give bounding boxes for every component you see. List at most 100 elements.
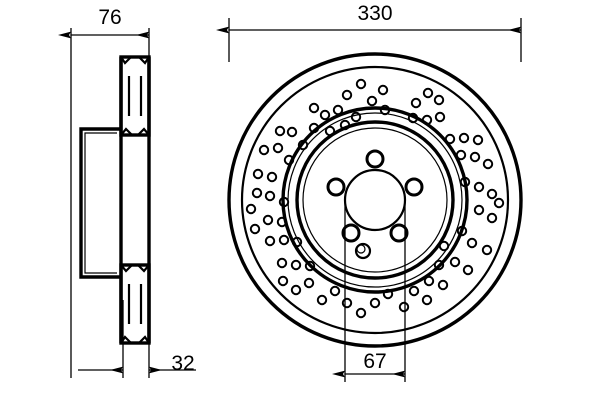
drilled-hole (278, 196, 290, 208)
drilled-hole (493, 197, 505, 209)
drilled-hole (437, 279, 449, 291)
drilled-hole (308, 102, 320, 114)
bolt-hole-2 (404, 177, 424, 197)
center-bore-circle (343, 168, 407, 232)
hat-step-circle (295, 120, 455, 280)
drilled-hole (276, 257, 288, 269)
drilled-hole (303, 277, 315, 289)
drilled-hole (438, 240, 450, 252)
drilled-hole (277, 275, 289, 287)
dimension-label-76: 76 (98, 6, 121, 29)
drilled-hole (379, 104, 391, 116)
vented-ring-bottom-lower-chamfer (120, 335, 150, 344)
drilled-hole (286, 126, 298, 138)
drilled-hole (421, 294, 433, 306)
drilled-hole (339, 119, 351, 131)
drilled-hole (421, 114, 433, 126)
vented-ring-bottom-upper-chamfer (120, 264, 150, 273)
drilled-hole (276, 216, 288, 228)
drilled-hole (433, 94, 445, 106)
drilled-hole (251, 187, 263, 199)
drilled-hole (264, 235, 276, 247)
hat-outer-circle (281, 106, 469, 294)
drilled-hole (473, 204, 485, 216)
drilled-hole (434, 111, 446, 123)
hat-outer-profile (79, 127, 121, 279)
drilled-hole (481, 244, 493, 256)
drilled-hole (398, 301, 410, 313)
drilled-hole (278, 234, 290, 246)
drilled-hole (264, 190, 276, 202)
drilled-hole (486, 212, 498, 224)
drilled-hole (262, 214, 274, 226)
front-face-view: 330 67 (216, 2, 523, 382)
drilled-hole (297, 139, 309, 151)
bolt-hole-4 (341, 223, 361, 243)
drilled-hole (316, 294, 328, 306)
bolt-hole-1 (365, 149, 385, 169)
drilled-hole (290, 284, 302, 296)
dimension-label-330: 330 (357, 2, 392, 25)
drilled-hole (249, 223, 261, 235)
drilled-hole (304, 260, 316, 272)
drilled-hole (382, 288, 394, 300)
drilled-hole (350, 111, 362, 123)
drilled-hole (258, 144, 270, 156)
drilled-cooling-holes (245, 78, 505, 319)
drilled-hole (341, 89, 353, 101)
drilled-hole (355, 307, 367, 319)
drilled-hole (458, 132, 470, 144)
drilled-hole (341, 297, 353, 309)
bolt-hole-group (326, 149, 424, 243)
dimension-label-67: 67 (363, 350, 386, 373)
drilled-hole (473, 181, 485, 193)
drilled-hole (456, 225, 468, 237)
drilled-hole (355, 78, 367, 90)
drilled-hole (462, 264, 474, 276)
drilled-hole (366, 95, 378, 107)
drilled-hole (459, 176, 471, 188)
drilled-hole (449, 256, 461, 268)
bolt-hole-5 (326, 177, 346, 197)
drilled-hole (324, 125, 336, 137)
locating-pin-hole (354, 242, 372, 260)
drilled-hole (290, 259, 302, 271)
side-section-view: 76 32 (58, 6, 196, 378)
drilled-hole (482, 158, 494, 170)
drilled-hole (283, 154, 295, 166)
drilled-hole (274, 125, 286, 137)
drilled-hole (272, 142, 284, 154)
disc-mounting-hat (79, 127, 121, 279)
drilled-hole (408, 285, 420, 297)
drilled-hole (486, 188, 498, 200)
drilled-hole (433, 259, 445, 271)
hat-inner-profile (84, 132, 117, 274)
drilled-hole (444, 133, 456, 145)
drilled-hole (291, 236, 303, 248)
bolt-hole-3 (389, 223, 409, 243)
drilled-hole (469, 151, 481, 163)
hat-step-circle-inner (302, 127, 448, 273)
vented-ring-bottom-body (119, 263, 151, 345)
drilled-hole (466, 237, 478, 249)
drilled-hole (423, 275, 435, 287)
drilled-hole (252, 168, 264, 180)
drilled-hole (455, 149, 467, 161)
drilled-hole (329, 285, 341, 297)
drilled-hole (472, 134, 484, 146)
disc-outer-diameter-circle (227, 52, 523, 348)
drilled-hole (332, 104, 344, 116)
drilled-hole (308, 122, 320, 134)
drilled-hole (422, 87, 434, 99)
drilled-hole (410, 97, 422, 109)
drilled-hole (377, 84, 389, 96)
dimension-label-32: 32 (171, 352, 194, 375)
drilled-hole (266, 171, 278, 183)
disc-friction-inner-circle (240, 65, 510, 335)
drilled-hole (319, 109, 331, 121)
drilled-hole (407, 112, 419, 124)
locating-pin-hole-inner (356, 244, 366, 254)
